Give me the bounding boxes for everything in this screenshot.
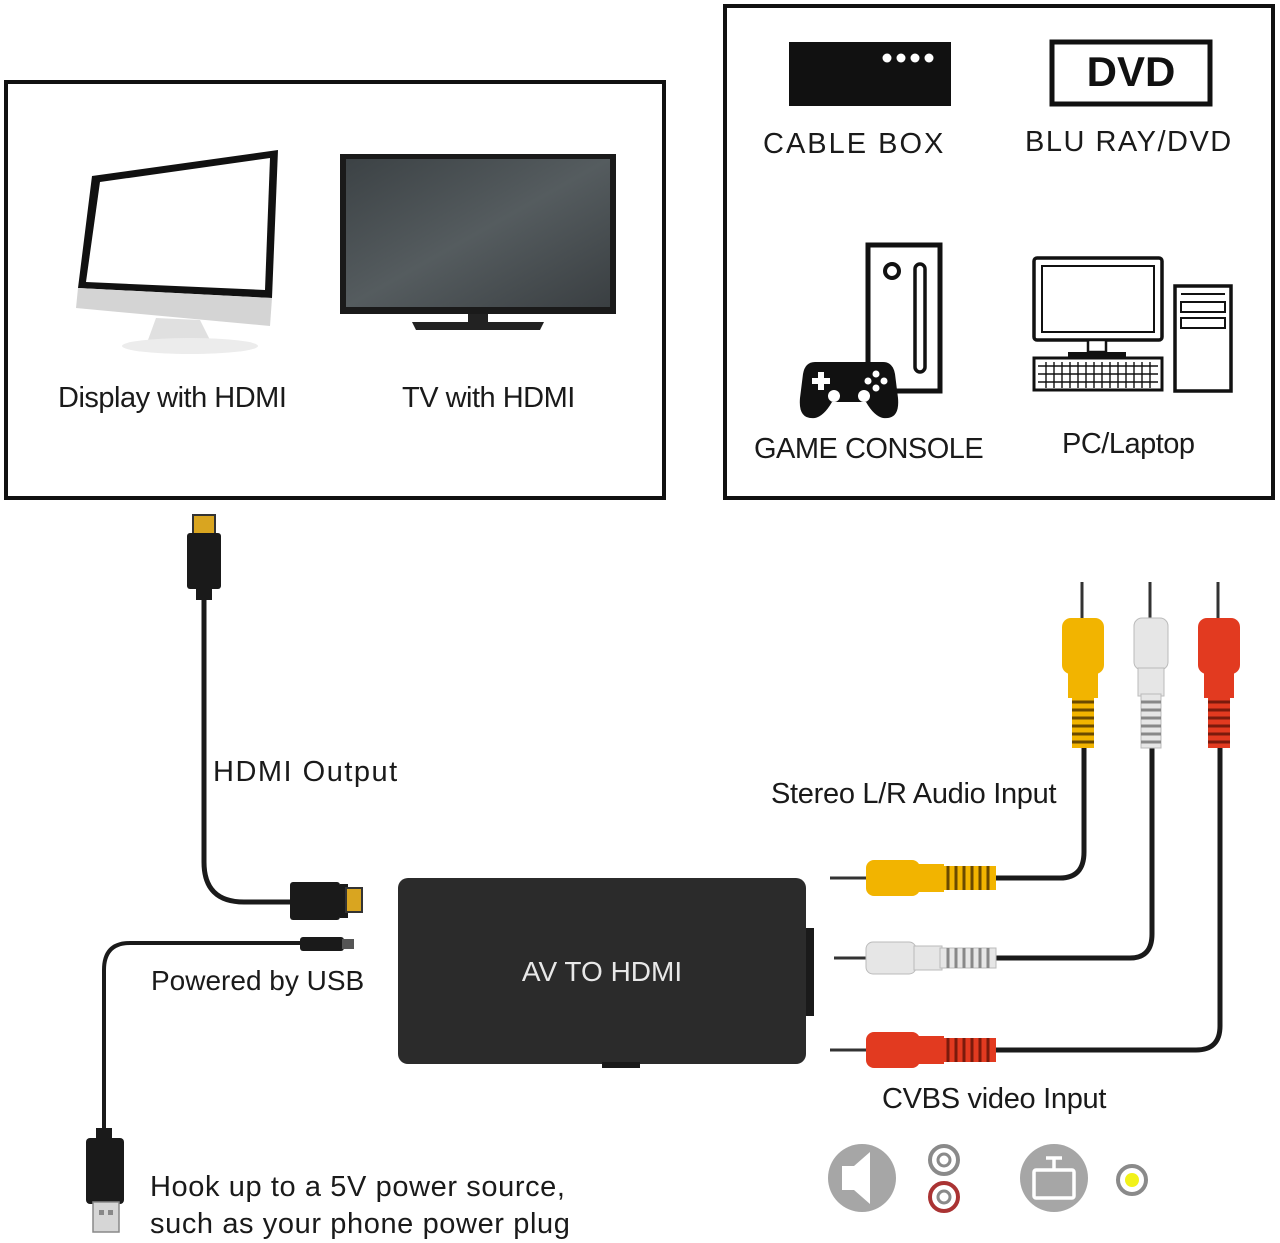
hdmi-output-label: HDMI Output [213,756,399,788]
rca-plug-white-horizontal [834,941,997,975]
pc-laptop-label: PC/Laptop [1062,428,1195,460]
game-console-label: GAME CONSOLE [754,433,984,465]
monitor-icon [76,150,278,354]
speaker-icon [828,1144,896,1212]
video-jack-icon [1116,1164,1148,1196]
tv-icon [1020,1144,1088,1212]
pc-icon [1032,256,1233,393]
sources-panel [723,4,1275,500]
rca-plug-yellow-vertical [1062,582,1104,748]
cable-box-label: CABLE BOX [763,128,946,160]
power-note-line2: such as your phone power plug [150,1208,571,1240]
display-hdmi-label: Display with HDMI [58,382,287,414]
video-input-label: CVBS video Input [882,1083,1107,1115]
dvd-logo-frame [1049,39,1213,107]
gamepad-icon [799,362,899,419]
av-to-hdmi-converter [398,878,814,1068]
usb-power-label: Powered by USB [151,965,365,996]
outputs-panel [4,80,666,500]
cable-box-icon [789,42,951,106]
rca-plug-red-vertical [1198,582,1240,748]
rca-plug-white-vertical [1133,582,1169,749]
audio-jack-icon [928,1144,960,1213]
hdmi-output-cable [187,514,363,920]
tv-hdmi-icon [340,154,616,330]
audio-input-label: Stereo L/R Audio Input [771,778,1057,810]
power-note-line1: Hook up to a 5V power source, [150,1171,566,1203]
converter-label: AV TO HDMI [521,956,683,987]
rca-plug-red-horizontal [830,1032,996,1068]
dvd-logo-text: DVD [1086,48,1176,95]
rca-plug-yellow-horizontal [830,860,996,896]
usb-power-cable [86,937,354,1233]
tv-hdmi-label: TV with HDMI [402,382,575,414]
bluray-dvd-label: BLU RAY/DVD [1025,126,1233,158]
